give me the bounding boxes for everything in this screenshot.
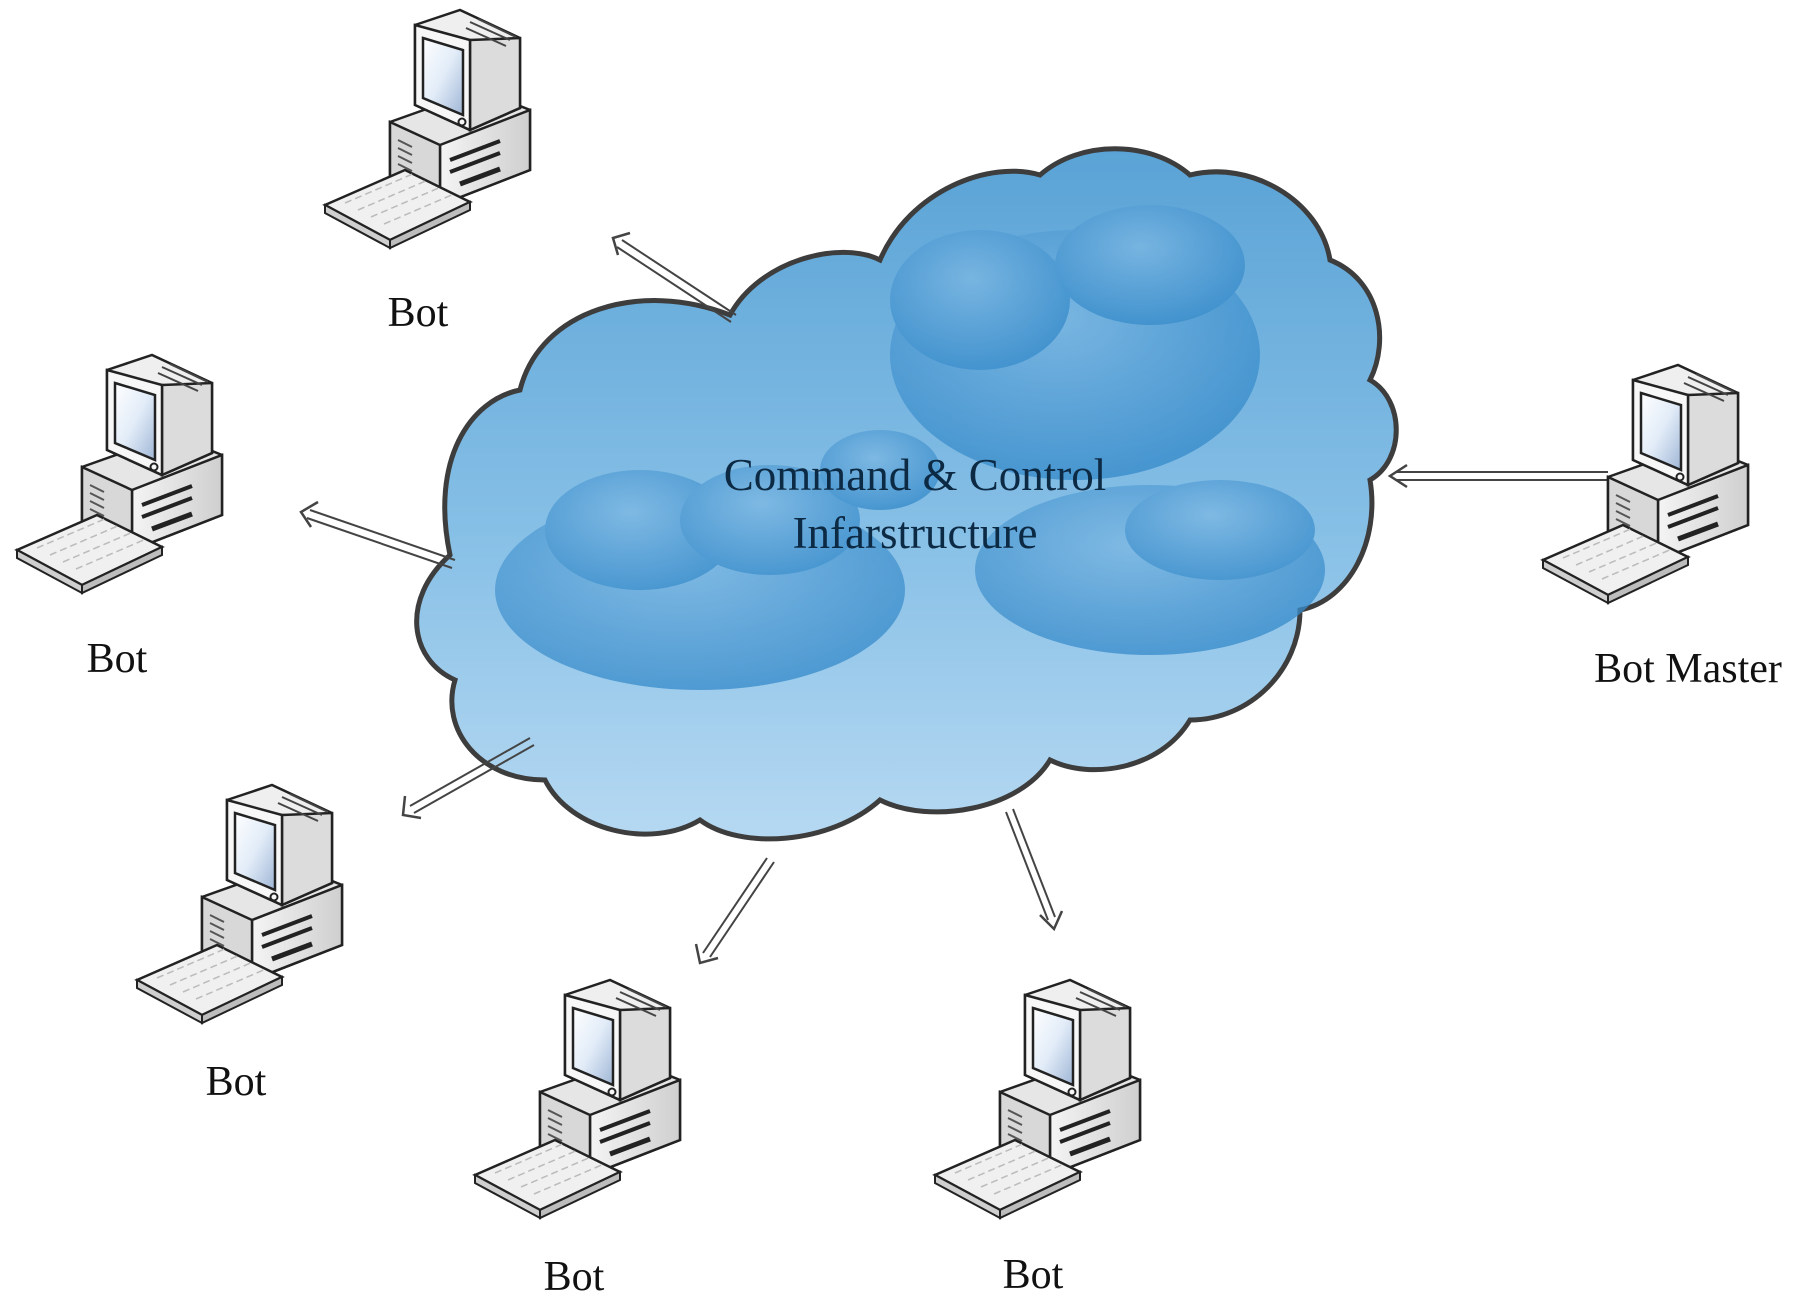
arrow-master-to-cloud [1387,463,1608,489]
bot-left-node: Bot [17,355,222,682]
arrow-cloud-to-bot-bottom-right [1005,808,1064,932]
bot-master-node: Bot Master [1543,365,1782,692]
connection-arrows [299,231,1608,965]
bot-top-node: Bot [325,10,530,336]
desktop-computer-icon [137,785,342,1023]
arrow-cloud-to-bot-bottom-left [401,737,535,820]
bot-bottom-center-node: Bot [475,980,680,1296]
bot-master-label: Bot Master [1594,646,1782,692]
command-control-cloud: Command & Control Infarstructure [414,146,1399,842]
bot-bottom-right-node: Bot [935,980,1140,1296]
desktop-computer-icon [475,980,680,1218]
cloud-title-line2: Infarstructure [793,508,1038,558]
desktop-computer-icon [17,355,222,593]
arrow-cloud-to-bot-top [611,231,737,323]
bot-bottom-right-label: Bot [1003,1252,1064,1296]
arrow-cloud-to-bot-bottom-center [694,857,775,965]
bot-bottom-left-label: Bot [206,1059,267,1105]
desktop-computer-icon [325,10,530,248]
bot-bottom-left-node: Bot [137,785,342,1105]
cloud-title-line1: Command & Control [724,450,1107,500]
bot-bottom-center-label: Bot [544,1254,605,1296]
bot-top-label: Bot [388,290,449,336]
arrow-cloud-to-bot-left [299,500,456,569]
desktop-computer-icon [1543,365,1748,603]
bot-left-label: Bot [87,636,148,682]
desktop-computer-icon [935,980,1140,1218]
